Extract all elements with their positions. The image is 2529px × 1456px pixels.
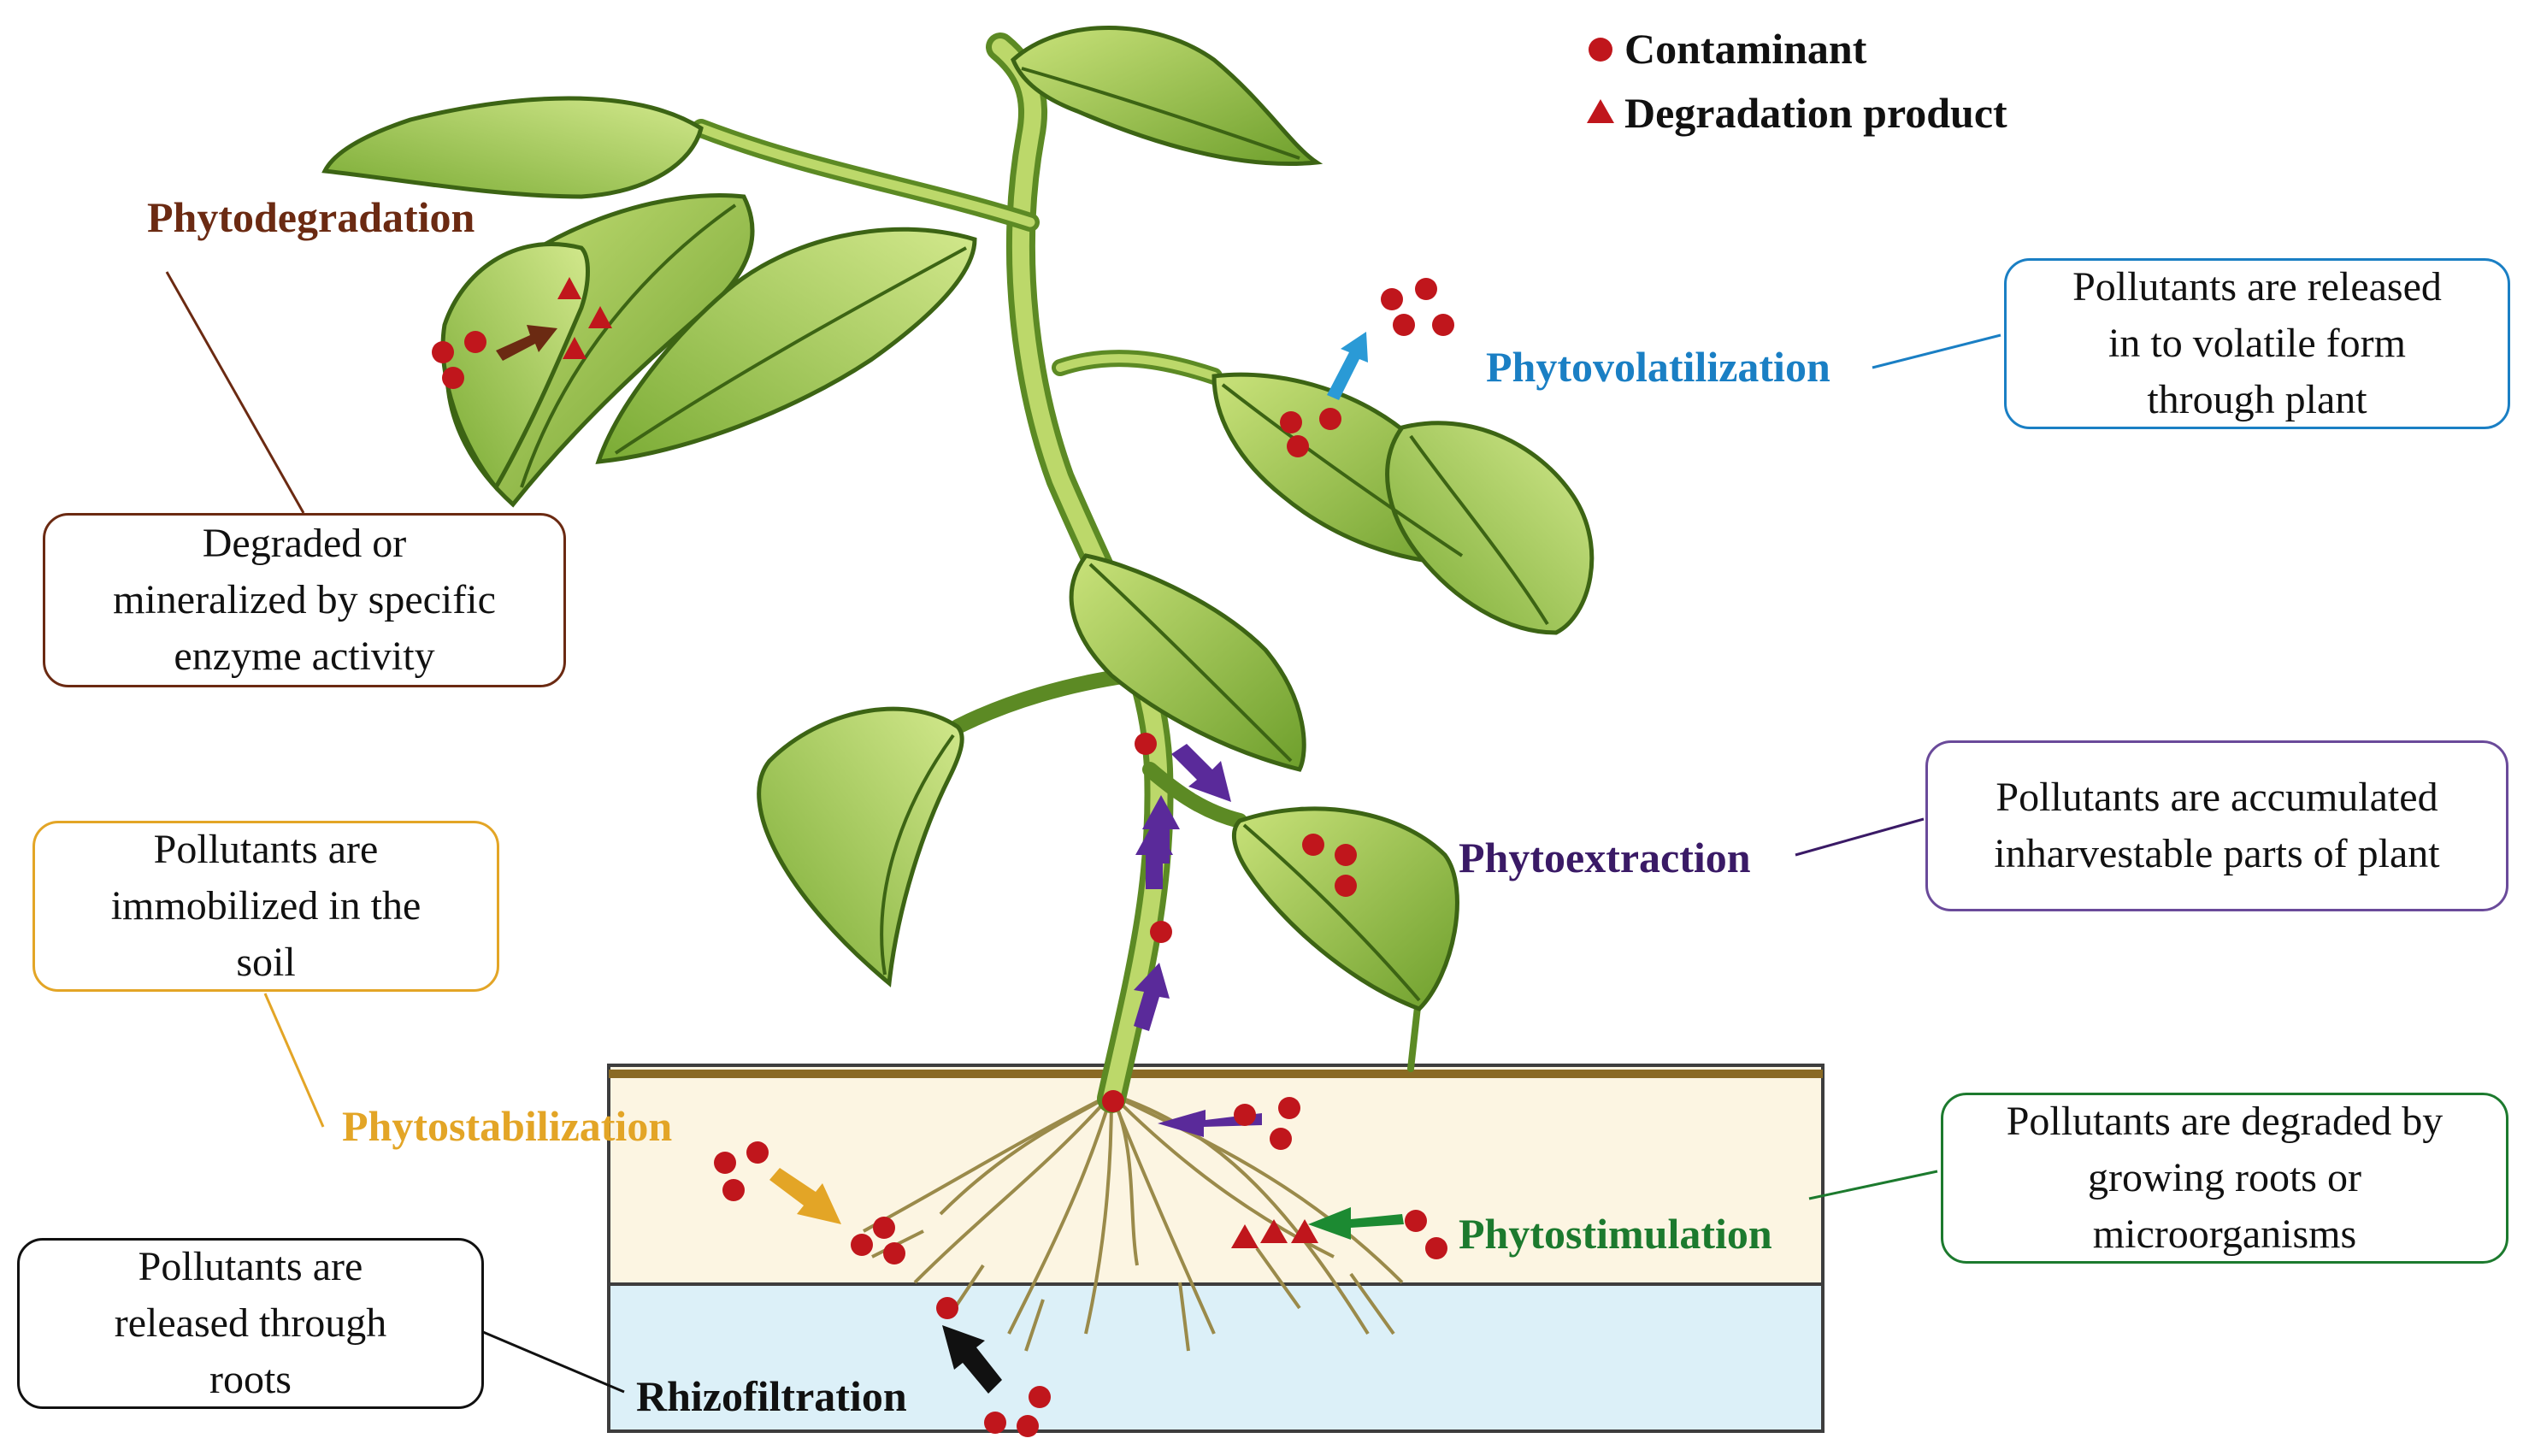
- phytoextraction-arrow-3: [1135, 821, 1173, 889]
- contaminant-dot: [1335, 844, 1357, 866]
- contaminant-dot: [1029, 1386, 1051, 1408]
- rhizofiltration-label: Rhizofiltration: [636, 1372, 907, 1420]
- degradation-triangle: [588, 306, 612, 328]
- contaminant-dot: [714, 1152, 736, 1174]
- connector-phytostimulation: [1808, 1170, 1938, 1200]
- connector-rhizofiltration: [482, 1330, 625, 1394]
- connector-phytoextraction: [1795, 817, 1925, 857]
- contaminant-dot: [1381, 288, 1403, 310]
- water-layer: [607, 1282, 1825, 1433]
- contaminant-dots: [432, 38, 1612, 1437]
- phytostimulation-label: Phytostimulation: [1459, 1210, 1772, 1258]
- connector-lines: [165, 271, 2001, 1394]
- contaminant-dot: [1234, 1104, 1256, 1126]
- contaminant-dot: [1393, 314, 1415, 336]
- contaminant-dot: [1405, 1210, 1427, 1232]
- soil-layer: [607, 1064, 1825, 1286]
- rhizofiltration-description-box: Pollutants are released through roots: [17, 1238, 484, 1409]
- contaminant-dot: [442, 367, 464, 389]
- contaminant-dot: [1319, 408, 1341, 430]
- phytostimulation-arrow: [1308, 1207, 1404, 1240]
- contaminant-dot: [984, 1412, 1006, 1434]
- legend-contaminant-dot: [1589, 38, 1612, 62]
- connector-phytodegradation: [165, 271, 305, 514]
- phytoextraction-arrow-2: [1142, 795, 1180, 864]
- contaminant-dot: [464, 331, 486, 353]
- root-system: [863, 1093, 1404, 1352]
- contaminant-dot: [1302, 834, 1324, 856]
- degradation-triangle: [1231, 1224, 1259, 1248]
- contaminant-dot: [1280, 411, 1302, 433]
- degradation-triangle: [1260, 1219, 1288, 1243]
- contaminant-dot: [746, 1141, 769, 1164]
- phytovolatilization-description-box: Pollutants are released in to volatile f…: [2004, 258, 2510, 429]
- degradation-triangles: [557, 99, 1614, 1248]
- phytoextraction-arrow-1: [1171, 744, 1231, 802]
- phytoextraction-label: Phytoextraction: [1459, 834, 1751, 881]
- contaminant-dot: [936, 1297, 958, 1319]
- phytostimulation-description-box: Pollutants are degraded by growing roots…: [1941, 1093, 2508, 1264]
- contaminant-dot: [1278, 1097, 1300, 1119]
- leaf-left-far: [440, 242, 590, 492]
- connector-phytovolatilization: [1872, 333, 2001, 369]
- contaminant-dot: [851, 1234, 873, 1256]
- leaf-top: [1011, 26, 1323, 167]
- phytovolatilization-arrow: [1327, 332, 1368, 400]
- contaminant-dot: [1017, 1415, 1039, 1437]
- leaf-left-lower: [757, 706, 964, 987]
- connector-phytostabilization: [263, 993, 325, 1128]
- degradation-triangle: [563, 337, 587, 359]
- contaminant-dot: [1102, 1090, 1124, 1112]
- phytostabilization-label: Phytostabilization: [342, 1102, 673, 1150]
- degradation-triangle: [1291, 1219, 1318, 1243]
- phytodegradation-arrow: [496, 325, 557, 361]
- contaminant-dot: [1135, 733, 1157, 755]
- contaminant-dot: [1150, 921, 1172, 943]
- phytovolatilization-label: Phytovolatilization: [1486, 343, 1830, 391]
- contaminant-dot: [1270, 1128, 1292, 1150]
- contaminant-dot: [432, 341, 454, 363]
- phytostabilization-description-box: Pollutants are immobilized in the soil: [32, 821, 499, 992]
- contaminant-dot: [1432, 314, 1454, 336]
- contaminant-dot: [883, 1242, 905, 1264]
- degradation-triangle: [557, 277, 581, 299]
- phytodegradation-label: Phytodegradation: [147, 193, 475, 241]
- contaminant-dot: [873, 1217, 895, 1239]
- contaminant-dot: [1415, 278, 1437, 300]
- phytostabilization-arrow: [769, 1168, 841, 1224]
- leaf-upper-left: [321, 96, 704, 199]
- rhizofiltration-arrow: [942, 1325, 1002, 1394]
- legend-degradation-product-label: Degradation product: [1624, 89, 2007, 137]
- phytoextraction-arrow-4: [1134, 963, 1170, 1031]
- contaminant-dot: [1335, 875, 1357, 897]
- legend-contaminant-label: Contaminant: [1624, 25, 1867, 73]
- leaf-right-lower: [1231, 806, 1459, 1011]
- phytodegradation-description-box: Degraded or mineralized by specific enzy…: [43, 513, 566, 687]
- legend-degradation-triangle: [1587, 99, 1614, 123]
- plant-leaves: [321, 26, 1595, 1011]
- contaminant-dot: [1425, 1237, 1447, 1259]
- contaminant-dot: [722, 1179, 745, 1201]
- contaminant-dot: [1287, 435, 1309, 457]
- phytoextraction-description-box: Pollutants are accumulated inharvestable…: [1925, 740, 2508, 911]
